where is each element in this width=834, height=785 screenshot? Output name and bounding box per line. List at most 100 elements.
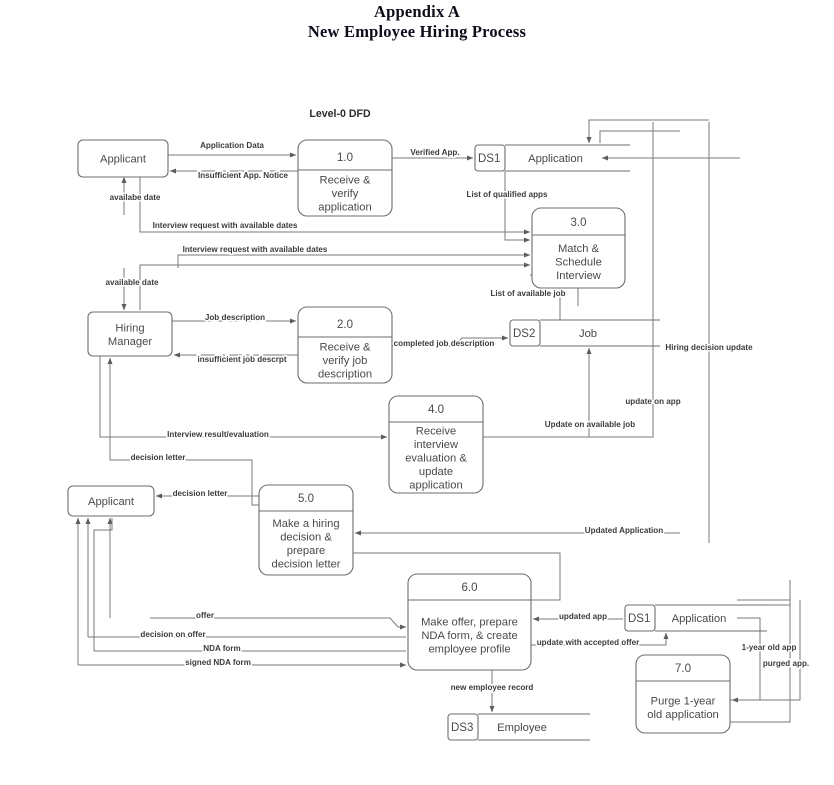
flow-label-halo-update-on-available-job: Update on available job	[545, 420, 635, 429]
flow-label-halo-offer: offer	[196, 611, 215, 620]
process-number-p6: 6.0	[462, 582, 478, 594]
flow-label-interview-request-2: Interview request with available dates	[183, 245, 328, 254]
flow-label-halo-insufficient-app-notice: Insufficient App. Notice	[198, 171, 289, 180]
flow-label-halo-verified-app: Verified App.	[410, 148, 459, 157]
entity-applicant-bottom[interactable]: Applicant	[67, 485, 155, 517]
process-number-p2: 2.0	[337, 319, 353, 331]
flow-label-halo-availabe-date-top: availabe date	[110, 193, 161, 202]
flow-label-halo-interview-request-2: Interview request with available dates	[183, 245, 328, 254]
datastore-label-ds2: Job	[579, 328, 597, 340]
title-line-2: New Employee Hiring Process	[307, 22, 527, 42]
datastore-label-ds3: Employee	[497, 722, 547, 734]
datastore-label-ds1-bottom: Application	[672, 613, 727, 625]
entity-label-applicant-top: Applicant	[100, 154, 147, 166]
process-number-p3: 3.0	[571, 217, 587, 229]
datastore-label-ds1-top: Application	[528, 153, 583, 165]
flow-label-decision-letter-mid: decision letter	[173, 489, 229, 498]
process-number-p7: 7.0	[675, 663, 691, 675]
flow-label-list-of-qualified-apps: List of qualified apps	[467, 190, 548, 199]
flow-label-availabe-date-top: availabe date	[110, 193, 161, 202]
flow-label-job-description: Job description	[205, 313, 265, 322]
datastore-ds1-bottom[interactable]: DS1 Application	[624, 604, 767, 632]
dfd-heading: Level-0 DFD	[309, 108, 371, 120]
flow-label-halo-nda-form: NDA form	[203, 644, 240, 653]
flow-label-verified-app: Verified App.	[410, 148, 459, 157]
flow-label-halo-updated-app: updated app	[559, 612, 607, 621]
flow-label-decision-on-offer: decision on offer	[140, 630, 206, 639]
process-number-p1: 1.0	[337, 152, 353, 164]
flow-label-halo-update-on-app: update on app	[625, 397, 680, 406]
flow-label-halo-insufficient-job-descrpt: insufficient job descrpt	[197, 355, 286, 364]
datastore-ds1-top[interactable]: DS1 Application	[474, 144, 630, 172]
datastore-ds3[interactable]: DS3 Employee	[447, 713, 590, 741]
flow-label-halo-interview-result-evaluation: Interview result/evaluation	[167, 430, 269, 439]
flow-label-halo-application-data: Application Data	[200, 141, 264, 150]
flow-label-halo-signed-nda-form: signed NDA form	[185, 658, 251, 667]
flow-label-completed-job-description: completed job description	[394, 339, 495, 348]
datastore-tag-ds2: DS2	[513, 328, 535, 340]
datastore-ds2[interactable]: DS2 Job	[509, 319, 660, 347]
flow-label-halo-completed-job-description: completed job description	[394, 339, 495, 348]
flow-label-update-on-available-job: Update on available job	[545, 420, 635, 429]
flow-label-interview-result-evaluation: Interview result/evaluation	[167, 430, 269, 439]
flow-label-halo-decision-on-offer: decision on offer	[140, 630, 206, 639]
flow-label-signed-nda-form: signed NDA form	[185, 658, 251, 667]
flow-label-purged-app: purged app.	[763, 659, 809, 668]
flow-label-halo-one-year-old-app: 1-year old app	[742, 643, 797, 652]
flow-label-halo-interview-request-1: Interview request with available dates	[153, 221, 298, 230]
flow-label-decision-letter-top: decision letter	[131, 453, 187, 462]
flow-label-list-of-available-job: List of available job	[490, 289, 565, 298]
process-number-p4: 4.0	[428, 404, 444, 416]
flow-label-halo-decision-letter-mid: decision letter	[173, 489, 229, 498]
flow-label-update-on-app: update on app	[625, 397, 680, 406]
flow-label-halo-job-description: Job description	[205, 313, 265, 322]
flow-label-new-employee-record: new employee record	[451, 683, 534, 692]
flow-connectors	[75, 119, 801, 723]
flow-label-insufficient-job-descrpt: insufficient job descrpt	[197, 355, 286, 364]
flow-label-update-with-accepted-offer: update with accepted offer	[537, 638, 640, 647]
flow-label-hiring-decision-update: Hiring decision update	[665, 343, 753, 352]
flow-label-halo-purged-app: purged app.	[763, 659, 809, 668]
flow-label-nda-form: NDA form	[203, 644, 240, 653]
flow-label-halo-hiring-decision-update: Hiring decision update	[665, 343, 753, 352]
flow-label-updated-app: updated app	[559, 612, 607, 621]
flow-label-updated-application: Updated Application	[585, 526, 663, 535]
title-line-1: Appendix A	[374, 2, 460, 21]
datastore-tag-ds1-top: DS1	[478, 153, 500, 165]
entity-applicant-top[interactable]: Applicant	[77, 139, 169, 178]
flow-label-offer: offer	[196, 611, 215, 620]
flow-label-available-date-mgr: available date	[105, 278, 159, 287]
flow-label-one-year-old-app: 1-year old app	[742, 643, 797, 652]
flow-label-application-data: Application Data	[200, 141, 264, 150]
datastore-tag-ds3: DS3	[451, 722, 473, 734]
page-title: Appendix A New Employee Hiring Process	[0, 0, 834, 42]
flow-label-halo-update-with-accepted-offer: update with accepted offer	[537, 638, 640, 647]
flow-label-halo-available-date-mgr: available date	[105, 278, 159, 287]
flow-label-halo-decision-letter-top: decision letter	[131, 453, 187, 462]
flow-label-halo-list-of-qualified-apps: List of qualified apps	[467, 190, 548, 199]
entity-label-applicant-bottom: Applicant	[88, 496, 135, 508]
flow-label-halo-updated-application: Updated Application	[585, 526, 663, 535]
flow-label-halo-list-of-available-job: List of available job	[490, 289, 565, 298]
flow-label-insufficient-app-notice: Insufficient App. Notice	[198, 171, 289, 180]
datastore-tag-ds1-bottom: DS1	[628, 613, 650, 625]
